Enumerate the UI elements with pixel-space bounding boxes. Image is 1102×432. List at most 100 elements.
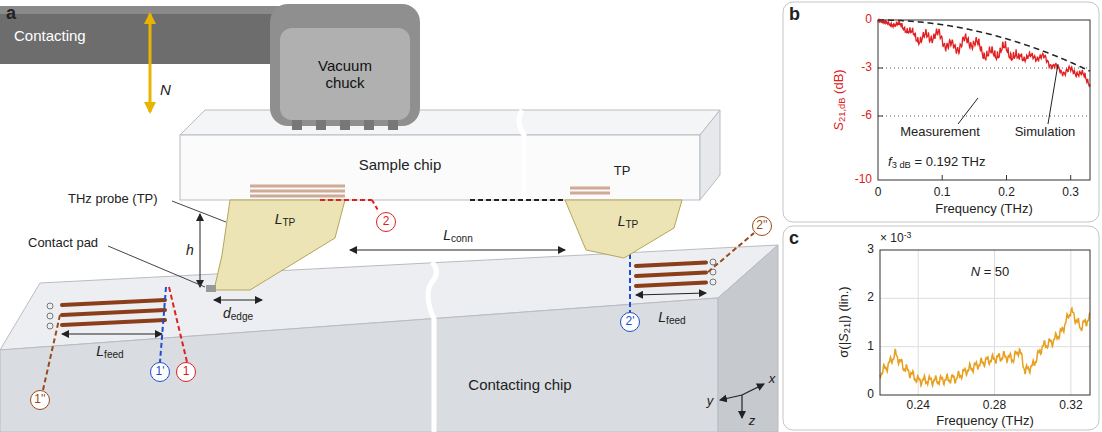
feed-lines (62, 300, 165, 325)
dimension-arrow (62, 334, 162, 335)
label: THz probe (TP) (68, 192, 158, 207)
port-circle: 2'' (752, 216, 772, 236)
part-block: Vacuum chuck (303, 57, 387, 92)
label: Lfeed (96, 343, 123, 361)
label: LTP (618, 213, 639, 231)
ref-plane (372, 200, 379, 212)
node-text: Sample chip (359, 156, 442, 173)
leader-line (1048, 64, 1058, 124)
label: 3 (867, 243, 874, 257)
sample-side (700, 110, 720, 200)
port-circle: 1' (150, 362, 170, 382)
ref-plane (320, 199, 372, 201)
port-circle: 1 (176, 362, 196, 382)
label: x (769, 372, 776, 387)
port-circle: 2' (620, 312, 640, 332)
label: 0 (865, 13, 872, 27)
panel-letter: c (789, 228, 799, 249)
ref-plane (169, 287, 187, 362)
break-line (519, 110, 524, 200)
ref-plane (629, 254, 631, 312)
label: 1 (867, 340, 874, 354)
label: -6 (861, 109, 872, 123)
feed-lines (636, 263, 706, 287)
chuck-teeth (292, 120, 398, 130)
label: Simulation (1015, 125, 1076, 140)
label: Frequency (THz) (935, 202, 1033, 217)
plot-frame (878, 20, 1090, 180)
label: 0.1 (934, 186, 951, 200)
ref-plane (470, 199, 565, 201)
dotted-level (878, 116, 1090, 117)
chuck-face (280, 28, 410, 120)
ref-plane (160, 287, 166, 362)
label: 2 (867, 291, 874, 305)
node-text: Vacuum chuck (303, 57, 387, 92)
panel-letter: a (6, 3, 16, 24)
label: LTP (275, 211, 296, 229)
label: TP (614, 164, 631, 179)
label: -10 (855, 173, 872, 187)
contact-pad (206, 285, 216, 292)
grid (880, 250, 1090, 395)
port-circle: 1'' (30, 390, 50, 410)
sample-top (180, 110, 720, 135)
label: dedge (223, 305, 253, 323)
force-arrow (149, 14, 152, 112)
node-text: 2 (383, 215, 390, 229)
node-text: 1 (183, 365, 190, 379)
dimension-arrow (350, 250, 565, 251)
dimension-arrow (636, 293, 706, 295)
sigma-curve (880, 308, 1090, 386)
ref-plane (708, 233, 754, 272)
label: × 10-3 (880, 231, 911, 246)
panel-frame (783, 226, 1099, 430)
dimension-arrow (200, 214, 201, 287)
label: 0.32 (1059, 399, 1082, 413)
panel-letter: b (789, 4, 800, 25)
part-block: Sample chip (359, 156, 442, 173)
chip-front (0, 298, 718, 432)
label: y (707, 394, 714, 409)
part-block: Contacting (14, 27, 86, 44)
panel-frame (783, 2, 1099, 222)
label: Frequency (THz) (936, 414, 1034, 429)
contacting-arm (0, 6, 285, 64)
ground-pads (47, 259, 716, 329)
node-text: 2' (626, 315, 635, 329)
label: 0 (867, 388, 874, 402)
axis-title: S21,dB (dB) (832, 69, 848, 130)
thz-probe (214, 200, 345, 290)
ref-plane (43, 315, 60, 390)
leader-line (172, 201, 226, 222)
dimension-arrow (214, 300, 262, 301)
node-text: Contacting (14, 27, 86, 44)
break-line (428, 262, 437, 432)
node-text: 1' (156, 365, 165, 379)
axes-icon (720, 384, 764, 418)
measurement-curve (878, 20, 1090, 87)
thz-probe (565, 200, 682, 258)
chip-side (718, 245, 778, 432)
label: 0.3 (1062, 186, 1079, 200)
node-text: 1'' (34, 393, 45, 407)
label: h (186, 242, 194, 258)
label: f3 dB = 0.192 THz (888, 155, 985, 171)
leader-line (958, 98, 978, 124)
label: N (160, 81, 171, 98)
arm-top (0, 6, 285, 14)
part-block: Contacting chip (468, 376, 571, 393)
axis-title: σ(|S21|) (lin.) (837, 286, 853, 357)
label: N = 50 (971, 265, 1010, 280)
vacuum-chuck (270, 4, 420, 126)
chip-lines (250, 186, 610, 196)
port-circle: 2 (376, 212, 396, 232)
label: Contact pad (28, 236, 98, 251)
node-text: 2'' (756, 219, 767, 233)
plot-frame (880, 250, 1090, 395)
label: Measurement (900, 125, 979, 140)
label: 0.28 (983, 399, 1006, 413)
label: Lfeed (658, 309, 685, 327)
node-text: Contacting chip (468, 376, 571, 393)
